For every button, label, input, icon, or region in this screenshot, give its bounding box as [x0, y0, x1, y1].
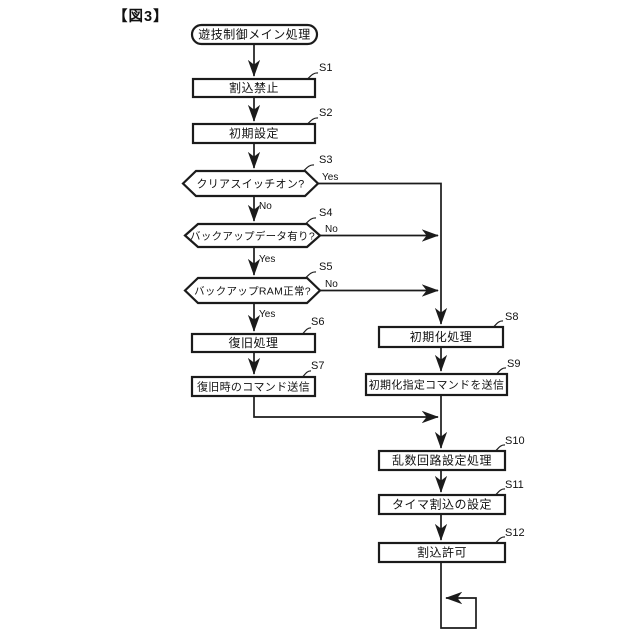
node-s9: 初期化指定コマンドを送信 — [364, 372, 509, 397]
node-s2: 初期設定 — [191, 122, 317, 145]
decision-hexagon — [183, 222, 322, 249]
decision-hexagon — [181, 169, 320, 198]
process-box — [377, 325, 505, 349]
node-s10-label: 乱数回路設定処理 — [392, 453, 492, 468]
step-ids: S1 S2 S3 S4 S5 S6 S7 S8 S9 S10 S11 S12 — [311, 62, 525, 539]
step-id-s1: S1 — [319, 62, 332, 74]
step-id-s5: S5 — [319, 261, 332, 273]
node-s4: バックアップデータ有り? — [183, 222, 322, 249]
step-id-s10: S10 — [505, 435, 525, 447]
s4-no-label: No — [325, 224, 338, 235]
process-box — [377, 541, 507, 564]
start-label: 遊技制御メイン処理 — [198, 27, 311, 42]
node-s3: クリアスイッチオン? — [181, 169, 320, 198]
edge-s12-loop — [440, 562, 477, 629]
step-id-s9: S9 — [507, 358, 520, 370]
edge-s3-yes-rail — [318, 182, 448, 325]
start-terminator-shape — [190, 23, 319, 46]
process-box — [191, 77, 317, 99]
node-s1-label: 割込禁止 — [229, 80, 279, 95]
node-s10: 乱数回路設定処理 — [377, 449, 507, 472]
step-id-s6: S6 — [311, 316, 324, 328]
step-leaders — [297, 72, 507, 546]
step-id-s4: S4 — [319, 207, 332, 219]
node-s8: 初期化処理 — [377, 325, 505, 349]
process-box — [364, 372, 509, 397]
step-id-s8: S8 — [505, 311, 518, 323]
s3-no-label: No — [259, 201, 272, 212]
node-s11: タイマ割込の設定 — [377, 493, 507, 516]
process-box — [377, 493, 507, 516]
node-s11-label: タイマ割込の設定 — [392, 497, 492, 512]
flow-connectors — [247, 44, 477, 629]
step-id-s12: S12 — [505, 527, 525, 539]
node-s5: バックアップRAM正常? — [183, 276, 322, 305]
node-s4-label: バックアップデータ有り? — [190, 229, 315, 242]
node-s5-label: バックアップRAM正常? — [194, 284, 311, 297]
node-s12: 割込許可 — [377, 541, 507, 564]
process-box — [190, 375, 317, 398]
step-id-s7: S7 — [311, 360, 324, 372]
step-id-s11: S11 — [505, 479, 524, 491]
edge-s7-merge — [253, 396, 439, 424]
node-s12-label: 割込許可 — [417, 545, 467, 560]
node-s7-label: 復旧時のコマンド送信 — [197, 379, 310, 393]
s3-yes-label: Yes — [322, 172, 338, 183]
s5-no-label: No — [325, 279, 338, 290]
process-box — [191, 122, 317, 145]
node-s9-label: 初期化指定コマンドを送信 — [369, 377, 505, 391]
decision-hexagon — [183, 276, 322, 305]
node-s1: 割込禁止 — [191, 77, 317, 99]
process-box — [377, 449, 507, 472]
s5-yes-label: Yes — [259, 309, 275, 320]
node-s3-label: クリアスイッチオン? — [196, 178, 304, 191]
node-s2-label: 初期設定 — [229, 126, 279, 141]
node-s7: 復旧時のコマンド送信 — [190, 375, 317, 398]
branch-labels: Yes No No Yes No Yes — [259, 172, 338, 320]
s4-yes-label: Yes — [259, 254, 275, 265]
step-id-s2: S2 — [319, 107, 332, 119]
node-start: 遊技制御メイン処理 — [190, 23, 319, 46]
node-s6: 復旧処理 — [190, 332, 317, 354]
step-id-s3: S3 — [319, 154, 332, 166]
node-s8-label: 初期化処理 — [410, 330, 473, 344]
process-box — [190, 332, 317, 354]
node-s6-label: 復旧処理 — [228, 335, 278, 350]
figure-title: 【図3】 — [113, 8, 169, 25]
